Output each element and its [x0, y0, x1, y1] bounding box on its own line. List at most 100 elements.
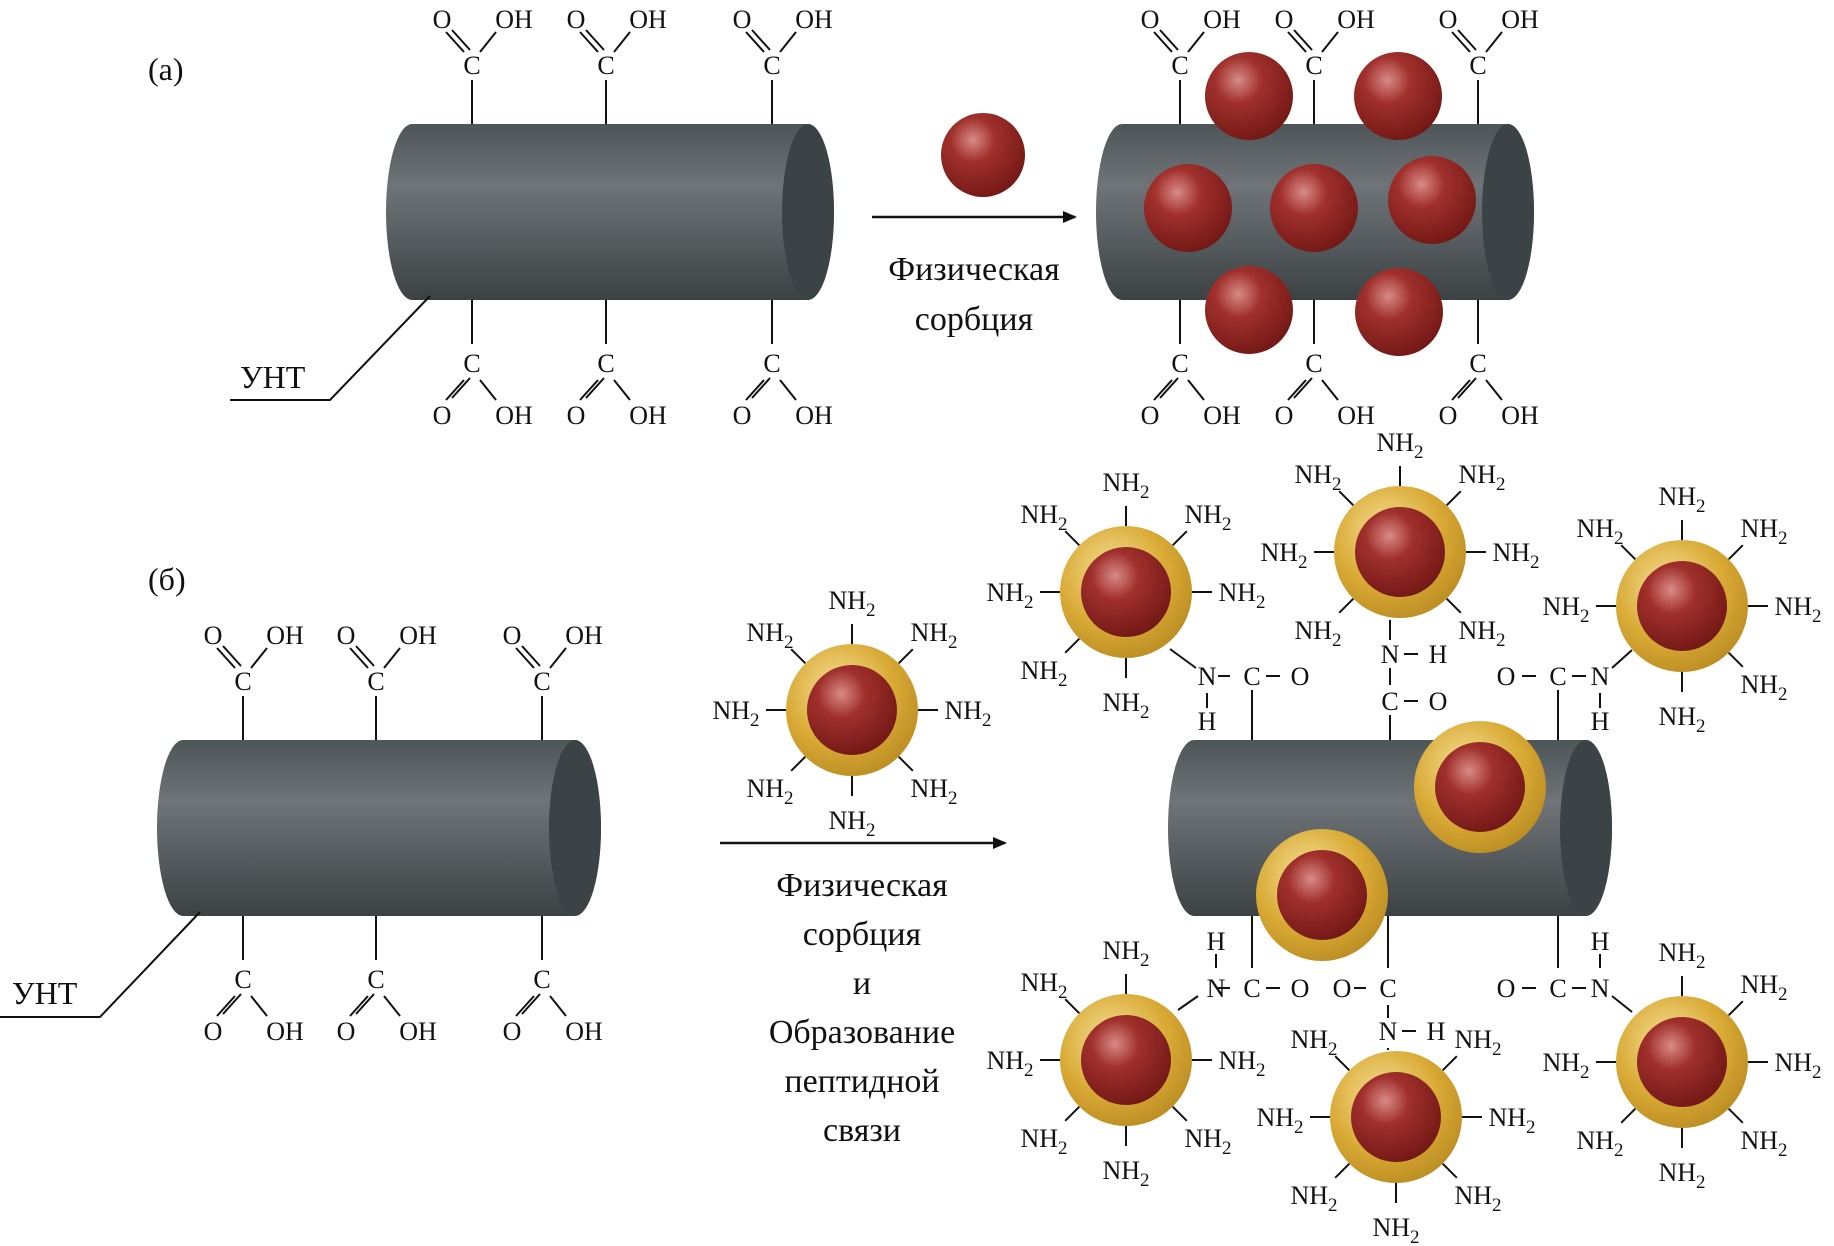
amine-group: NH2	[1576, 514, 1623, 549]
amine-group: NH2	[1454, 1025, 1501, 1060]
double-bond-1	[745, 379, 765, 401]
carbon-symbol: C	[1381, 687, 1398, 716]
double-bond-2	[521, 645, 541, 667]
amine-group: NH2	[1184, 1124, 1231, 1159]
double-bond-2	[1457, 29, 1477, 51]
hydroxyl-symbol: OH	[399, 1017, 437, 1046]
hydroxyl-symbol: OH	[1501, 5, 1539, 34]
process-label-b-line6: связи	[823, 1112, 901, 1149]
amine-group: NH2	[746, 618, 793, 653]
nanoparticle-core	[1081, 547, 1171, 637]
single-bond	[250, 995, 268, 1017]
single-bond	[1187, 31, 1205, 53]
single-bond	[613, 379, 631, 401]
hydroxyl-symbol: OH	[495, 5, 533, 34]
double-bond-2	[1293, 29, 1313, 51]
nitrogen-symbol: N	[1379, 1017, 1398, 1046]
amine-group: NH2	[1542, 1048, 1589, 1083]
nanoparticle-core	[1637, 561, 1727, 651]
double-bond-2	[355, 645, 375, 667]
nitrogen-symbol: N	[1591, 662, 1610, 691]
cnt-tube-b-conjugated	[1168, 740, 1612, 916]
nanoparticle-core	[1355, 507, 1445, 597]
amine-group: NH2	[1740, 1126, 1787, 1161]
linker-bond	[1169, 648, 1197, 669]
amine-group: NH2	[1492, 538, 1539, 573]
adsorbed-nanoparticle	[1144, 164, 1232, 252]
amine-group: NH2	[1774, 1048, 1821, 1083]
double-bond-2	[1159, 29, 1179, 51]
oxygen-symbol: O	[337, 621, 356, 650]
hydrogen-symbol: H	[1198, 707, 1217, 736]
single-bond	[383, 647, 401, 669]
hydrogen-symbol: H	[1591, 927, 1610, 956]
oxygen-symbol: O	[204, 621, 223, 650]
hydrogen-symbol: H	[1207, 927, 1226, 956]
hydroxyl-symbol: OH	[266, 621, 304, 650]
amine-group: NH2	[986, 1046, 1033, 1081]
double-bond-2	[751, 377, 771, 399]
oxygen-symbol: O	[567, 401, 586, 430]
oxygen-symbol: O	[1429, 687, 1448, 716]
amine-group: NH2	[1102, 468, 1149, 503]
double-bond-1	[1451, 31, 1471, 53]
adsorbed-coated-particle-lower	[1256, 829, 1388, 961]
cnt-tube-b	[157, 740, 601, 916]
amine-group: NH2	[1658, 938, 1705, 973]
linker-bond	[1611, 995, 1633, 1013]
amine-bond	[1441, 1055, 1458, 1072]
amine-bond	[897, 755, 914, 772]
single-bond	[1321, 379, 1339, 401]
double-bond-2	[451, 377, 471, 399]
nanoparticle-core	[1637, 1017, 1727, 1107]
oxygen-symbol: O	[433, 5, 452, 34]
oxygen-symbol: O	[1275, 5, 1294, 34]
amine-group: NH2	[1372, 1213, 1419, 1246]
nitrogen-symbol: N	[1198, 662, 1217, 691]
nanoparticle-core	[1435, 742, 1525, 832]
single-bond	[549, 995, 567, 1017]
amine-group: NH2	[1020, 1124, 1067, 1159]
adsorbed-nanoparticle	[1205, 266, 1293, 354]
amine-group: NH2	[1458, 460, 1505, 495]
amine-group: NH2	[1294, 616, 1341, 651]
nanoparticle-core	[1081, 1015, 1171, 1105]
carbon-symbol: C	[234, 965, 251, 994]
amine-group: NH2	[1260, 538, 1307, 573]
carbon-symbol: C	[1171, 349, 1188, 378]
amine-bond	[1338, 597, 1355, 614]
amine-bond	[790, 755, 807, 772]
hydroxyl-symbol: OH	[565, 1017, 603, 1046]
amine-bond	[1171, 1105, 1188, 1122]
amine-group: NH2	[910, 618, 957, 653]
double-bond-2	[585, 29, 605, 51]
hydroxyl-symbol: OH	[629, 5, 667, 34]
amine-bond	[1620, 544, 1637, 561]
amine-group: NH2	[1458, 616, 1505, 651]
cnt-leader-b	[0, 911, 201, 1018]
hydroxyl-symbol: OH	[399, 621, 437, 650]
carbon-symbol: C	[763, 51, 780, 80]
single-bond	[779, 31, 797, 53]
amine-group: NH2	[1454, 1181, 1501, 1216]
oxygen-symbol: O	[567, 5, 586, 34]
carbon-symbol: C	[1171, 51, 1188, 80]
adsorbed-nanoparticle	[1270, 164, 1358, 252]
amine-group: NH2	[1740, 514, 1787, 549]
carbon-symbol: C	[1549, 662, 1566, 691]
carbon-symbol: C	[1549, 974, 1566, 1003]
amine-group: NH2	[1020, 500, 1067, 535]
amine-group: NH2	[1376, 428, 1423, 463]
oxygen-symbol: O	[1291, 662, 1310, 691]
